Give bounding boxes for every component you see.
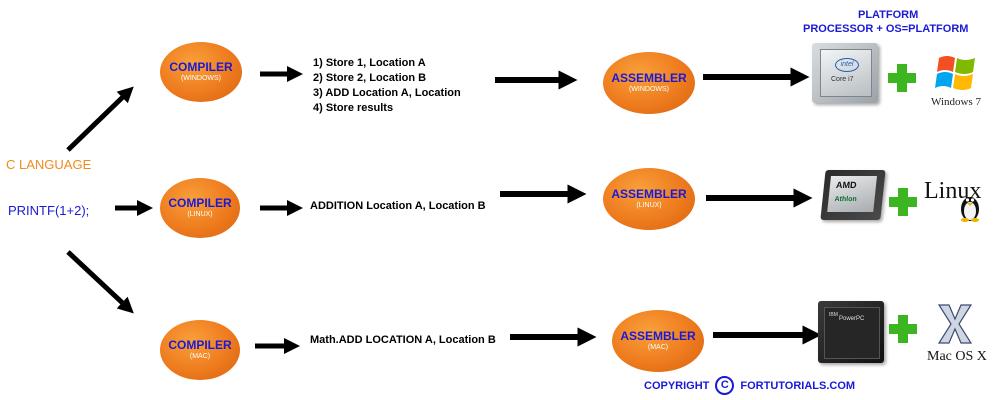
- copyright-site: FORTUTORIALS.COM: [740, 379, 856, 392]
- assembler-os: (WINDOWS): [628, 86, 670, 93]
- assembler-title: ASSEMBLER: [620, 329, 696, 343]
- processor-label: Athlon: [834, 196, 858, 203]
- machine-instructions-mac: Math.ADD LOCATION A, Location B: [310, 333, 496, 348]
- compiler-mac: COMPILER (MAC): [160, 320, 240, 380]
- powerpc-processor-icon: IBM PowerPC: [818, 301, 884, 363]
- platform-formula: PROCESSOR + OS=PLATFORM: [803, 23, 969, 35]
- arrow-to-windows-compiler: [66, 86, 134, 152]
- compiler-linux: COMPILER (LINUX): [160, 178, 240, 238]
- assembler-title: ASSEMBLER: [611, 187, 687, 201]
- machine-instructions-linux: ADDITION Location A, Location B: [310, 199, 486, 214]
- plus-icon: [888, 64, 916, 92]
- amd-athlon-processor-icon: AMD Athlon: [820, 170, 886, 220]
- compiler-os: (MAC): [189, 353, 211, 360]
- assembler-linux: ASSEMBLER (LINUX): [603, 168, 695, 230]
- code-statement: PRINTF(1+2);: [8, 203, 90, 218]
- compiler-windows: COMPILER (WINDOWS): [160, 42, 242, 102]
- copyright-line: COPYRIGHT C FORTUTORIALS.COM: [644, 376, 855, 395]
- platform-title: PLATFORM: [858, 9, 919, 21]
- plus-icon: [889, 188, 917, 216]
- compiler-title: COMPILER: [168, 338, 232, 352]
- copyright-symbol-icon: C: [715, 376, 735, 395]
- copyright-prefix: COPYRIGHT: [644, 379, 710, 392]
- plus-icon: [889, 315, 917, 343]
- instruction-line: 1) Store 1, Location A: [313, 57, 426, 69]
- tux-penguin-icon: [961, 197, 979, 222]
- instruction-line: 2) Store 2, Location B: [313, 72, 427, 84]
- arrow-to-mac-compiler: [66, 250, 134, 314]
- assembler-os: (MAC): [647, 344, 669, 351]
- instruction-line: ADDITION Location A, Location B: [310, 200, 486, 212]
- processor-label: Core i7: [831, 76, 854, 83]
- mac-os-label: Mac OS X: [927, 349, 987, 364]
- intel-core-i7-processor-icon: intel Core i7: [812, 43, 878, 103]
- language-label: C LANGUAGE: [6, 157, 92, 172]
- processor-label: PowerPC: [839, 316, 865, 322]
- assembler-os: (LINUX): [636, 202, 662, 209]
- instruction-line: Math.ADD LOCATION A, Location B: [310, 334, 496, 346]
- instruction-line: 4) Store results: [313, 102, 394, 114]
- machine-instructions-windows: 1) Store 1, Location A 2) Store 2, Locat…: [313, 56, 461, 116]
- compiler-title: COMPILER: [168, 196, 232, 210]
- assembler-title: ASSEMBLER: [611, 71, 687, 85]
- compiler-title: COMPILER: [169, 60, 233, 74]
- instruction-line: 3) ADD Location A, Location: [313, 87, 461, 99]
- mac-os-x-logo-icon: [937, 304, 973, 344]
- assembler-windows: ASSEMBLER (WINDOWS): [603, 52, 695, 114]
- assembler-mac: ASSEMBLER (MAC): [612, 310, 704, 372]
- compiler-os: (LINUX): [187, 211, 213, 218]
- windows-logo-icon: [935, 56, 975, 90]
- compiler-os: (WINDOWS): [180, 75, 222, 82]
- windows-os-label: Windows 7: [931, 96, 981, 108]
